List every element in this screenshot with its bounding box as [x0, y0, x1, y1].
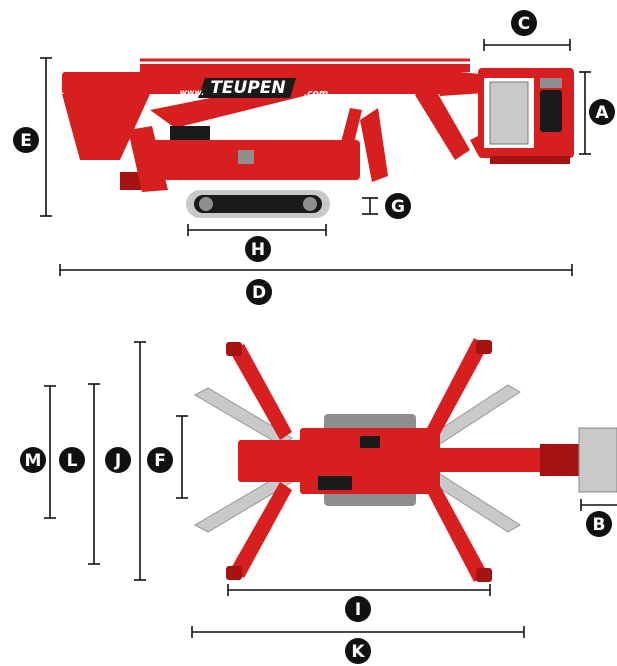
svg-text:D: D	[252, 283, 266, 303]
dimension-label-E: E	[13, 127, 39, 153]
svg-text:K: K	[351, 642, 365, 662]
chassis	[120, 108, 388, 192]
dimension-label-D: D	[246, 279, 272, 305]
dimension-label-A: A	[589, 99, 615, 125]
svg-text:M: M	[25, 451, 42, 471]
brand-logo: TEUPEN .com www.	[180, 78, 328, 99]
dimension-label-I: I	[345, 596, 371, 622]
crawler-track	[186, 190, 330, 218]
svg-text:E: E	[20, 131, 32, 151]
svg-text:C: C	[518, 14, 530, 34]
extended-outriggers	[226, 338, 492, 582]
dimension-label-C: C	[511, 10, 537, 36]
dimension-label-M: M	[20, 447, 46, 473]
svg-text:A: A	[595, 103, 609, 123]
logo-text: TEUPEN	[210, 78, 285, 98]
top-basket	[578, 427, 617, 493]
dimension-label-H: H	[245, 236, 271, 262]
work-basket	[478, 68, 574, 164]
svg-text:J: J	[114, 451, 121, 471]
svg-text:H: H	[251, 240, 265, 260]
svg-text:B: B	[593, 515, 606, 535]
boom-arm	[62, 58, 520, 160]
top-dimensions	[44, 341, 617, 638]
top-view	[44, 338, 617, 638]
logo-prefix: www.	[180, 88, 205, 97]
dimension-label-L: L	[59, 447, 85, 473]
dimension-label-K: K	[345, 638, 371, 664]
side-dimensions	[40, 39, 591, 276]
svg-text:F: F	[154, 451, 166, 471]
dimension-label-J: J	[105, 447, 131, 473]
logo-suffix: .com	[304, 89, 328, 99]
dimension-label-G: G	[385, 193, 411, 219]
svg-text:I: I	[355, 600, 361, 620]
top-body	[238, 428, 580, 494]
svg-text:L: L	[67, 451, 78, 471]
retracted-outriggers	[193, 384, 521, 533]
side-view: TEUPEN .com www.	[40, 39, 591, 276]
dimension-label-F: F	[147, 447, 173, 473]
dimension-label-B: B	[586, 511, 612, 537]
svg-text:G: G	[391, 197, 405, 217]
